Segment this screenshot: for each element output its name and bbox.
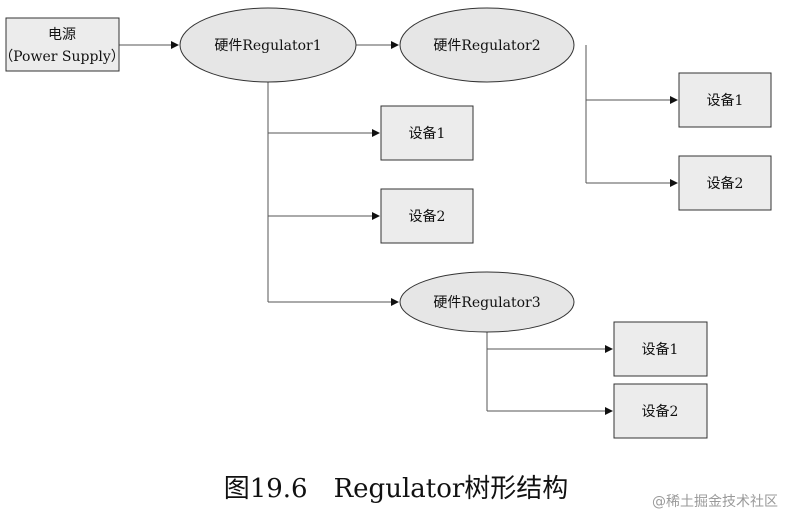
reg3-device1-label: 设备1 bbox=[642, 341, 679, 358]
reg3-device2-node: 设备2 bbox=[613, 383, 708, 439]
regulator2-node: 硬件Regulator2 bbox=[399, 7, 575, 83]
reg3-device1-node: 设备1 bbox=[613, 321, 708, 377]
power-supply-node: 电源 （Power Supply） bbox=[0, 17, 125, 72]
reg3-device2-label: 设备2 bbox=[642, 403, 679, 420]
figure-caption: 图19.6 Regulator树形结构 bbox=[223, 474, 569, 504]
reg2-device1-label: 设备1 bbox=[707, 92, 744, 109]
reg2-device2-node: 设备2 bbox=[678, 155, 772, 211]
power-supply-label: 电源 bbox=[48, 27, 76, 43]
reg2-device2-label: 设备2 bbox=[707, 175, 744, 192]
regulator-tree-diagram: 电源 （Power Supply） 硬件Regulator1 硬件Regulat… bbox=[0, 7, 772, 439]
reg1-device1-label: 设备1 bbox=[409, 125, 446, 142]
regulator3-label: 硬件Regulator3 bbox=[433, 295, 540, 311]
power-supply-sublabel: （Power Supply） bbox=[0, 49, 125, 65]
regulator1-label: 硬件Regulator1 bbox=[214, 38, 321, 54]
regulator2-label: 硬件Regulator2 bbox=[433, 38, 540, 54]
reg1-device2-label: 设备2 bbox=[409, 208, 446, 225]
regulator3-node: 硬件Regulator3 bbox=[399, 271, 575, 333]
reg1-device1-node: 设备1 bbox=[380, 105, 474, 161]
reg2-device1-node: 设备1 bbox=[678, 72, 772, 128]
reg1-device2-node: 设备2 bbox=[380, 188, 474, 244]
regulator1-node: 硬件Regulator1 bbox=[179, 7, 357, 83]
watermark: @稀土掘金技术社区 bbox=[652, 494, 778, 510]
